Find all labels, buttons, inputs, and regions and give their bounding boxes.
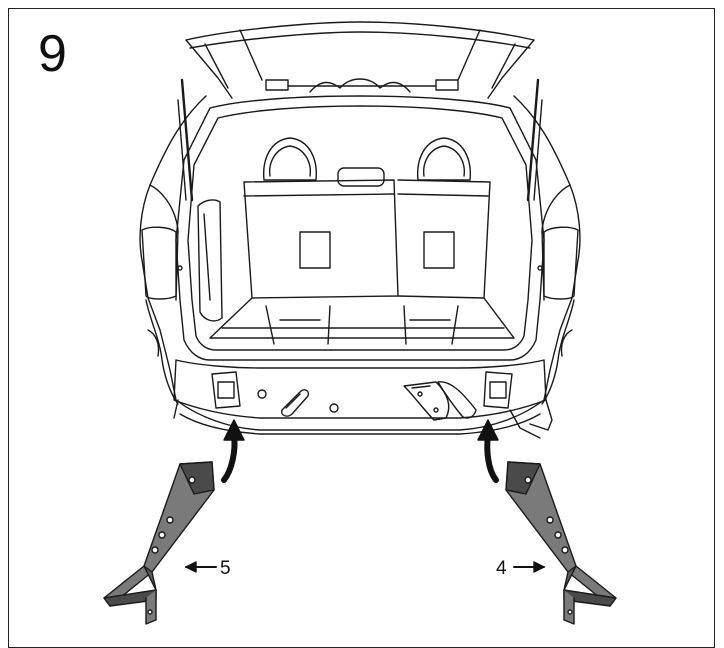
- callout-5: 5: [185, 558, 231, 579]
- rear-bumper: [173, 359, 553, 439]
- liftgate: [177, 21, 543, 202]
- left-insert-arrow: [221, 419, 245, 483]
- callout-label-4: 4: [496, 558, 507, 579]
- bracket-part-4: [505, 461, 617, 625]
- step-number: 9: [38, 25, 67, 83]
- vehicle-body: [139, 95, 581, 431]
- rear-seats: [209, 137, 515, 345]
- bracket-part-5: [103, 461, 215, 625]
- callout-4: 4: [496, 558, 545, 579]
- cargo-opening: [175, 95, 545, 361]
- right-insert-arrow: [477, 419, 499, 483]
- callout-label-5: 5: [220, 558, 231, 579]
